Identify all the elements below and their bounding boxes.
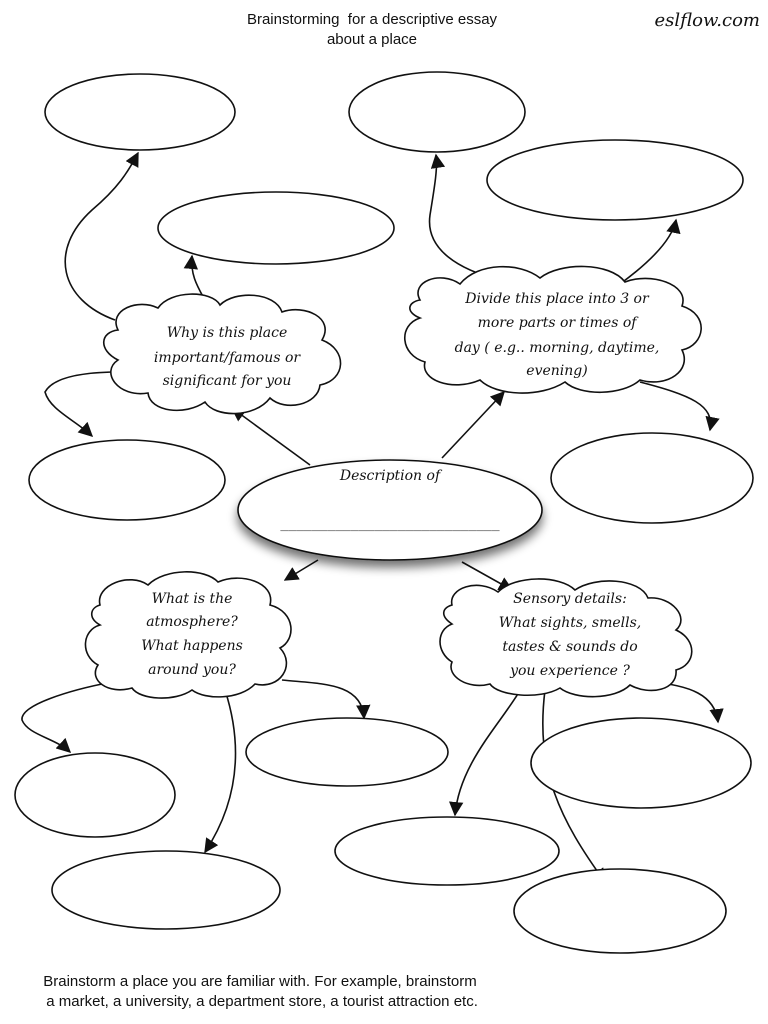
- answer-box-top-left: [44, 73, 236, 151]
- cloud-atmosphere-line-2: atmosphere?: [146, 614, 238, 630]
- connector-why-to-low-left: [44, 371, 121, 437]
- cloud-sensory-shape: [439, 578, 693, 698]
- title-line-2: about a place: [326, 31, 418, 48]
- brand-logo-text: eslflow.com: [654, 10, 760, 31]
- cloud-divide: Divide this place into 3 or more parts o…: [404, 265, 702, 394]
- answer-box-mid-left: [157, 191, 395, 265]
- cloud-sensory-line-4: you experience ?: [509, 663, 630, 679]
- cloud-divide-shape: [404, 265, 702, 394]
- cloud-atmosphere: What is the atmosphere? What happens aro…: [84, 571, 292, 699]
- center-node: Description of _________________________…: [237, 459, 543, 561]
- cloud-sensory-line-3: tastes & sounds do: [502, 639, 637, 655]
- answer-box-top-right: [486, 139, 744, 221]
- connector-divide-to-mid-right: [639, 381, 720, 432]
- connector-center-to-divide: [441, 390, 505, 459]
- worksheet-title: Brainstorming for a descriptive essay ab…: [192, 10, 552, 50]
- answer-box-sensory-bottom: [513, 868, 727, 954]
- connector-atmosphere-to-right: [281, 679, 371, 720]
- cloud-atmosphere-line-1: What is the: [152, 591, 233, 607]
- cloud-sensory-line-1: Sensory details:: [513, 591, 627, 607]
- connector-center-to-sensory: [461, 561, 514, 591]
- cloud-divide-line-1: Divide this place into 3 or: [464, 291, 650, 307]
- answer-box-atmosphere-bottom: [51, 850, 281, 930]
- connector-why-to-top-left: [64, 151, 139, 321]
- answer-box-atmosphere-left: [14, 752, 176, 838]
- cloud-divide-line-3: day ( e.g.. morning, daytime,: [455, 340, 660, 356]
- center-ellipse: [237, 459, 543, 561]
- answer-box-low-left: [28, 439, 226, 521]
- connector-center-to-atmosphere: [283, 559, 319, 581]
- cloud-sensory-line-2: What sights, smells,: [499, 615, 642, 631]
- cloud-why-line-3: significant for you: [163, 373, 292, 389]
- cloud-divide-line-2: more parts or times of: [478, 315, 640, 331]
- cloud-why-line-2: important/famous or: [154, 350, 301, 366]
- answer-box-sensory-mid: [334, 816, 560, 886]
- answer-box-mid-right: [550, 432, 754, 524]
- connector-atmosphere-to-left: [21, 681, 113, 753]
- footer-instructions: Brainstorm a place you are familiar with…: [0, 972, 520, 1012]
- connector-divide-to-top-mid: [428, 153, 501, 281]
- footer-line-1: Brainstorm a place you are familiar with…: [43, 973, 477, 990]
- answer-boxes: [14, 71, 754, 954]
- cloud-why-shape: [102, 293, 342, 415]
- answer-box-sensory-right: [530, 717, 752, 809]
- cloud-atmosphere-shape: [84, 571, 292, 699]
- cloud-why-line-1: Why is this place: [167, 325, 288, 341]
- connector-atmosphere-to-bottom: [204, 689, 237, 854]
- center-label: Description of: [339, 468, 443, 484]
- connector-sensory-to-mid: [449, 681, 526, 817]
- title-line-1: Brainstorming for a descriptive essay: [246, 11, 498, 28]
- connector-divide-to-top-right: [619, 218, 681, 285]
- center-blank-line: ____________________________: [280, 517, 499, 532]
- cloud-sensory: Sensory details: What sights, smells, ta…: [439, 578, 693, 698]
- connector-sensory-to-bottom: [542, 689, 606, 884]
- answer-box-atmosphere-right: [245, 717, 449, 787]
- connector-center-to-why: [230, 407, 311, 466]
- cloud-atmosphere-line-4: around you?: [148, 662, 236, 678]
- cloud-atmosphere-line-3: What happens: [141, 638, 243, 654]
- answer-box-top-mid: [348, 71, 526, 153]
- cloud-divide-line-4: evening): [526, 363, 587, 379]
- footer-line-2: a market, a university, a department sto…: [42, 993, 478, 1010]
- cloud-why: Why is this place important/famous or si…: [102, 293, 342, 415]
